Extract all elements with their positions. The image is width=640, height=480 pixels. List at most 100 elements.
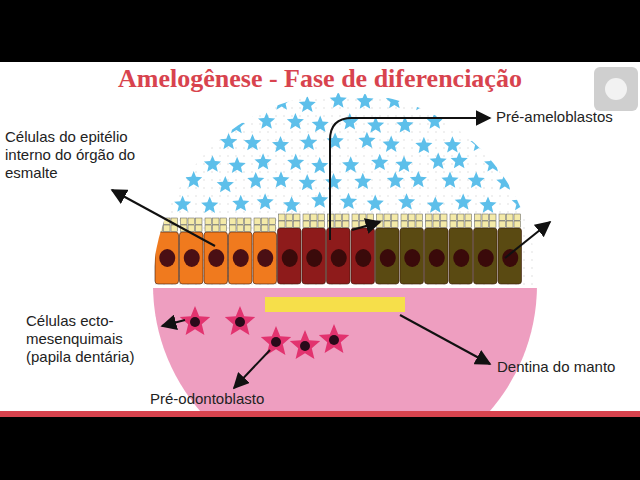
star [204, 113, 221, 129]
cell [204, 232, 228, 284]
star [371, 154, 388, 170]
nucleus [282, 249, 298, 267]
star [354, 173, 371, 189]
star [398, 193, 415, 209]
star [287, 154, 304, 170]
star [493, 94, 510, 110]
star [287, 113, 304, 129]
nucleus [331, 249, 347, 267]
star [528, 92, 545, 108]
star [330, 92, 347, 108]
star [232, 195, 249, 211]
nucleus [355, 249, 371, 267]
star [228, 117, 245, 133]
star [444, 136, 461, 152]
star [415, 137, 432, 153]
mesenchymal-cell [319, 324, 349, 353]
cell [425, 228, 449, 284]
star [356, 92, 373, 108]
mesenchymal-cell [290, 330, 320, 359]
star [455, 194, 472, 210]
star [312, 116, 329, 132]
star [311, 191, 328, 207]
dental-papilla [150, 288, 550, 411]
cell [498, 228, 522, 284]
star [512, 156, 529, 172]
star [247, 172, 264, 188]
star [542, 195, 559, 211]
star [386, 92, 403, 108]
star [272, 136, 289, 152]
star [172, 153, 189, 169]
star [229, 157, 246, 173]
star [523, 133, 540, 149]
star [273, 94, 290, 110]
star [157, 134, 174, 150]
cell [474, 228, 498, 284]
nucleus [502, 249, 518, 267]
star [521, 176, 538, 192]
label: Células ecto-mesenquimais (papila dentár… [26, 312, 158, 366]
nucleus [453, 249, 469, 267]
star [468, 172, 485, 188]
cell [351, 228, 375, 284]
title: Amelogênese - Fase de diferenciação [118, 64, 522, 94]
nucleus [306, 249, 322, 267]
nucleus [478, 249, 494, 267]
star [341, 113, 358, 129]
star [190, 135, 207, 151]
star [367, 195, 384, 211]
star [413, 94, 430, 110]
cell [400, 228, 424, 284]
star [451, 152, 468, 168]
star [470, 135, 487, 151]
nucleus [404, 249, 420, 267]
star [283, 196, 300, 212]
record-button [594, 67, 638, 111]
leader-lines [112, 118, 550, 388]
star [272, 171, 289, 187]
star [174, 114, 191, 130]
label: Dentina do manto [497, 358, 617, 376]
star [387, 172, 404, 188]
cell [253, 232, 277, 284]
top-bar [0, 0, 640, 62]
nucleus [184, 249, 200, 267]
star [438, 91, 455, 107]
star [496, 174, 513, 190]
cell [376, 228, 400, 284]
star [395, 156, 412, 172]
bottom-bar [0, 417, 640, 480]
star [342, 156, 359, 172]
star [220, 133, 237, 149]
mesenchymal-cell [225, 306, 255, 335]
star [430, 153, 447, 169]
cell [155, 232, 179, 284]
star [340, 193, 357, 209]
star [383, 136, 400, 152]
cell [180, 232, 204, 284]
label: Células do epitélio interno do órgão do … [5, 128, 165, 182]
nucleus [159, 249, 175, 267]
nucleus [208, 249, 224, 267]
star [325, 173, 342, 189]
star [299, 174, 316, 190]
star [358, 132, 375, 148]
star [185, 93, 202, 109]
mesenchymal-cell [261, 326, 291, 355]
star [255, 153, 272, 169]
star [217, 176, 234, 192]
star [427, 196, 444, 212]
nucleus [429, 249, 445, 267]
red-rule [0, 411, 640, 417]
star [244, 134, 261, 150]
star [257, 193, 274, 209]
star [258, 112, 275, 128]
cell [302, 228, 326, 284]
star [472, 97, 489, 113]
cell [449, 228, 473, 284]
star [497, 131, 514, 147]
label: Pré-ameloblastos [496, 108, 636, 126]
star [158, 171, 175, 187]
